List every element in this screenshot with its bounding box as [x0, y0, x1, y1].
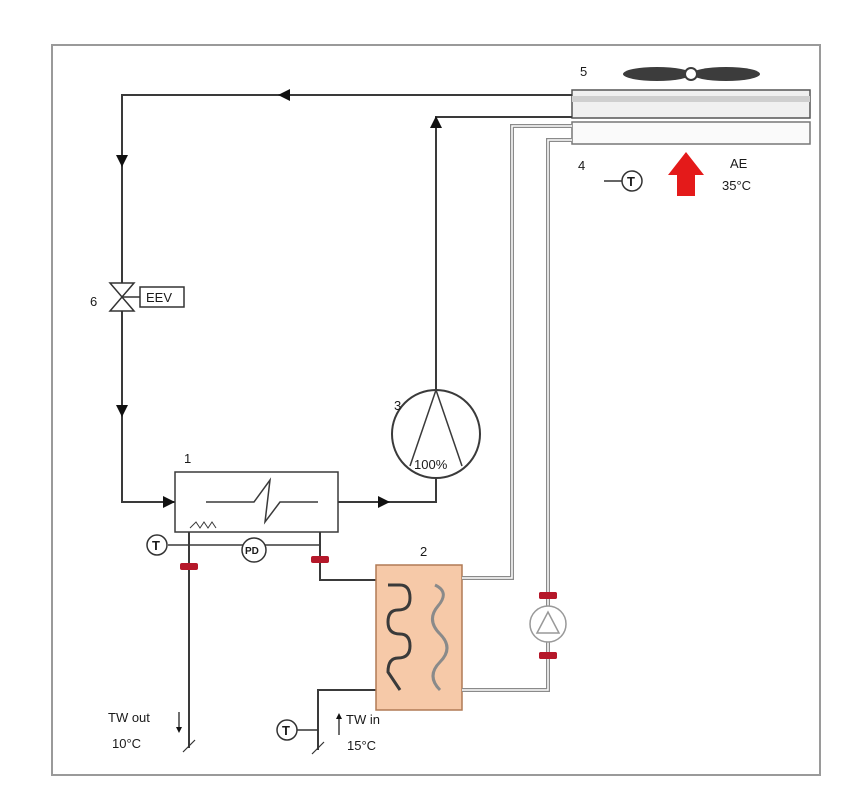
water-out-temp: 10°C: [112, 736, 141, 751]
cooler-loop: [462, 124, 572, 692]
expansion-valve: EEV 6: [90, 282, 185, 312]
water-in-temp-sensor-label: T: [282, 723, 290, 738]
flow-arrows: [116, 89, 442, 508]
air-temp-sensor-icon: [621, 170, 643, 192]
arrow-left-icon: [278, 89, 290, 101]
water-in-arrow-icon: [336, 713, 342, 719]
arrow-right-icon: [378, 496, 390, 508]
desuperheater-box: [375, 564, 463, 711]
cooler-number: 4: [578, 158, 585, 173]
evaporator: 1: [174, 451, 339, 533]
evaporator-number: 1: [184, 451, 191, 466]
connector-icon: [180, 563, 198, 570]
desuperheater-number: 2: [420, 544, 427, 559]
arrow-right-icon: [163, 496, 175, 508]
evap-temp-sensor-icon: [146, 534, 168, 556]
condenser-coil-4: [571, 121, 811, 145]
connector-icon: [311, 556, 329, 563]
pressure-sensor-label: PD: [245, 546, 259, 557]
eev-label: EEV: [146, 290, 172, 305]
air-flow-arrow-icon: [668, 152, 704, 196]
pipe-connectors: [180, 556, 557, 659]
compressor: 100% 3: [391, 389, 481, 479]
condenser-unit: 5 4 T AE 35°C: [571, 64, 811, 196]
valve-icon: [108, 282, 136, 299]
desuperheater: 2: [375, 544, 463, 711]
water-in-temp: 15°C: [347, 738, 376, 753]
compressor-number: 3: [394, 398, 401, 413]
arrow-down-icon: [116, 155, 128, 167]
pressure-sensor-icon: [241, 537, 267, 563]
water-out-arrow-icon: [176, 727, 182, 733]
evap-temp-sensor-label: T: [152, 538, 160, 553]
refrigerant-pipes: [121, 94, 572, 503]
air-temp-sensor-label: T: [627, 174, 635, 189]
arrow-up-icon: [430, 116, 442, 128]
fan-icon: [623, 67, 760, 81]
water-out-label: TW out: [108, 710, 150, 725]
condenser-coil-5: [571, 89, 811, 119]
eev-box: [139, 286, 185, 308]
diagram-frame: [51, 44, 821, 776]
water-connections: [168, 532, 376, 750]
arrow-down-icon: [116, 405, 128, 417]
valve-number: 6: [90, 294, 97, 309]
compressor-load: 100%: [414, 457, 448, 472]
fan-number: 5: [580, 64, 587, 79]
water-in-label: TW in: [346, 712, 380, 727]
air-label: AE: [730, 156, 748, 171]
air-temp: 35°C: [722, 178, 751, 193]
